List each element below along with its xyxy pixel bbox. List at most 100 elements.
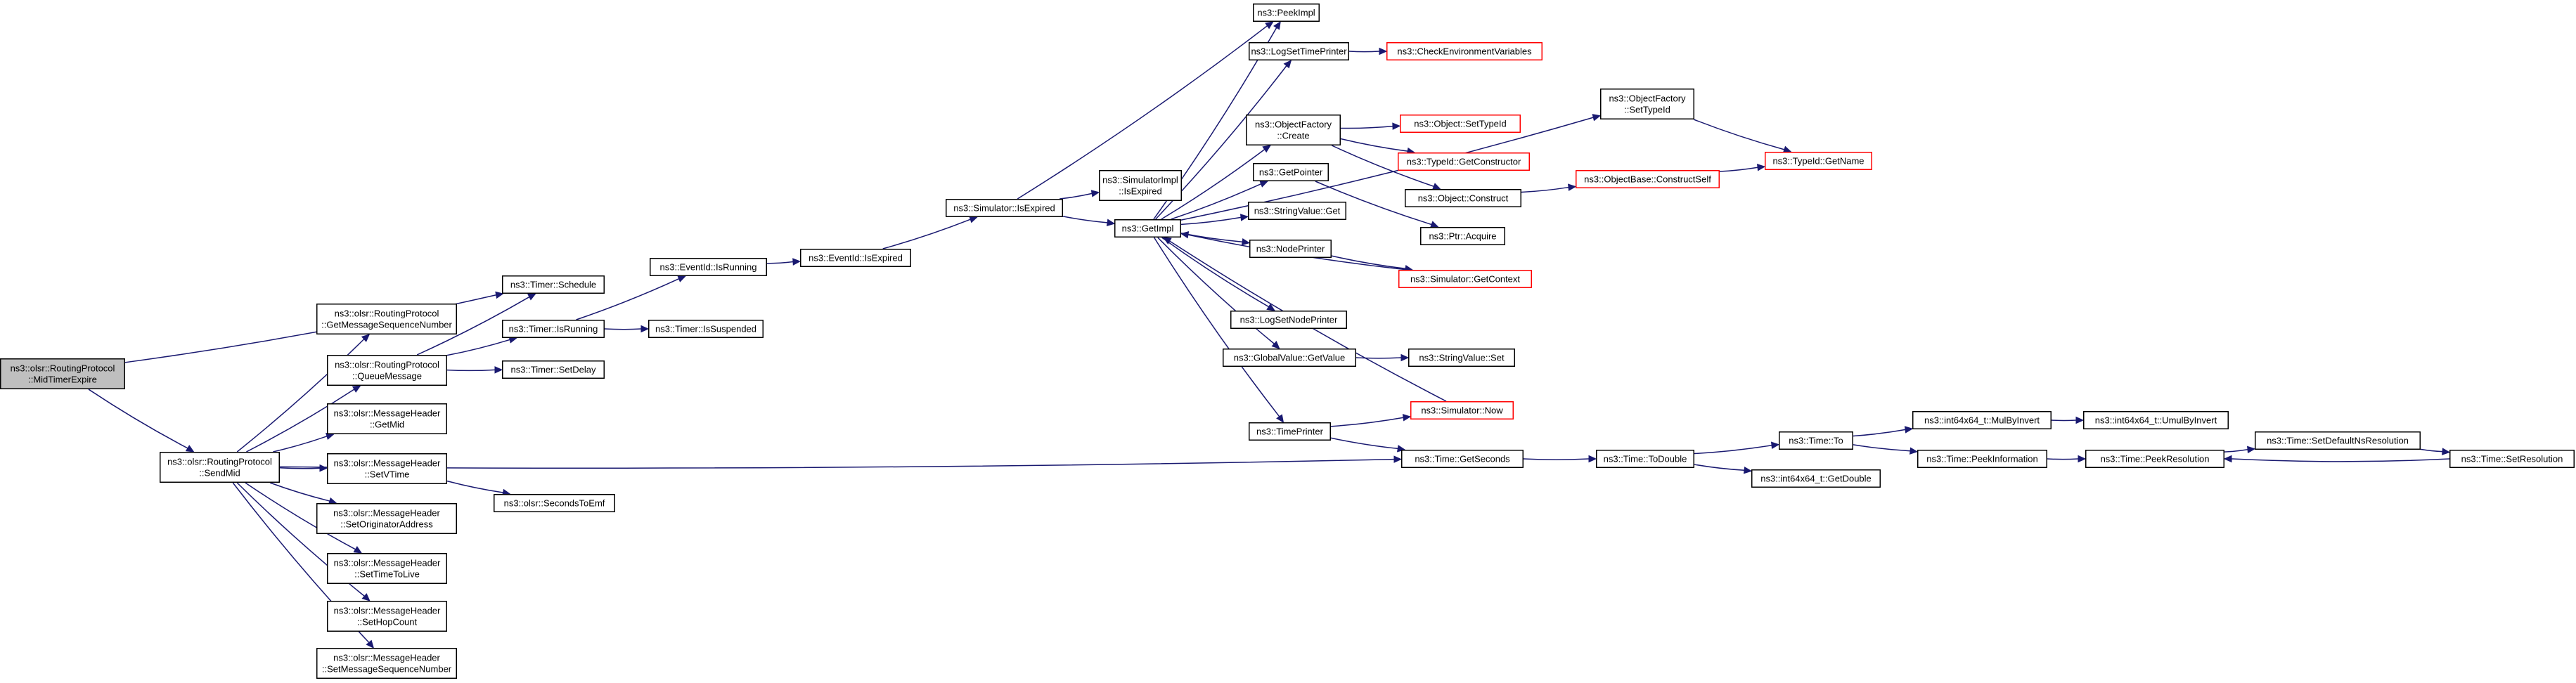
graph-node-sethop[interactable]: ns3::olsr::MessageHeader::SetHopCount [327, 601, 447, 632]
node-label: ::QueueMessage [352, 371, 422, 382]
graph-node-checkenv[interactable]: ns3::CheckEnvironmentVariables [1386, 42, 1543, 60]
graph-node-simisexpired[interactable]: ns3::Simulator::IsExpired [946, 199, 1063, 217]
edge-timeto-to-peekinformation [1853, 444, 1919, 455]
node-box [1253, 4, 1320, 22]
graph-node-int64getdouble[interactable]: ns3::int64x64_t::GetDouble [1751, 469, 1881, 488]
graph-node-ptracquire[interactable]: ns3::Ptr::Acquire [1420, 227, 1505, 245]
node-box [502, 320, 605, 338]
graph-node-issuspended[interactable]: ns3::Timer::IsSuspended [648, 320, 764, 338]
arrowhead [2078, 455, 2087, 463]
arrowhead [1568, 183, 1577, 191]
node-label: ns3::Ptr::Acquire [1429, 231, 1496, 242]
graph-node-objsettypeid[interactable]: ns3::Object::SetTypeId [1400, 115, 1521, 133]
edge-line [246, 389, 355, 453]
graph-node-nodeprinter[interactable]: ns3::NodePrinter [1249, 240, 1332, 258]
node-label: ns3::Time::ToDouble [1604, 454, 1687, 464]
graph-node-umulbyinvert[interactable]: ns3::int64x64_t::UmulByInvert [2083, 411, 2229, 429]
node-box [1765, 152, 1872, 170]
graph-node-mulbyinvert[interactable]: ns3::int64x64_t::MulByInvert [1912, 411, 2052, 429]
node-label: ns3::Simulator::GetContext [1410, 274, 1520, 285]
edge-getimpl-to-objfactorycreate [1161, 145, 1271, 220]
edge-line [1340, 138, 1408, 152]
graph-node-setvtime[interactable]: ns3::olsr::MessageHeader::SetVTime [327, 453, 447, 484]
edge-line [1523, 458, 1590, 460]
graph-node-objfactorysettypeid[interactable]: ns3::ObjectFactory::SetTypeId [1600, 89, 1694, 119]
node-label: ns3::olsr::MessageHeader [334, 458, 441, 469]
graph-node-secondstoemf[interactable]: ns3::olsr::SecondsToEmf [494, 494, 615, 512]
node-box [1751, 469, 1881, 488]
graph-node-setorig[interactable]: ns3::olsr::MessageHeader::SetOriginatorA… [316, 503, 457, 534]
graph-node-logsettimeprinter[interactable]: ns3::LogSetTimePrinter [1249, 42, 1349, 60]
node-label: ns3::StringValue::Set [1419, 353, 1505, 363]
node-box [1249, 42, 1349, 60]
edge-line [88, 389, 188, 449]
graph-node-objfactorycreate[interactable]: ns3::ObjectFactory::Create [1246, 115, 1341, 145]
graph-node-setdefaultnsres[interactable]: ns3::Time::SetDefaultNsResolution [2255, 431, 2421, 450]
graph-node-schedule[interactable]: ns3::Timer::Schedule [502, 275, 605, 294]
edge-objfactorycreate-to-typeidgetctor [1340, 138, 1416, 155]
graph-node-simnow[interactable]: ns3::Simulator::Now [1410, 401, 1514, 419]
edge-getimpl-to-nodeprinter [1180, 233, 1251, 246]
graph-node-objconstruct[interactable]: ns3::Object::Construct [1405, 189, 1521, 207]
node-label: ns3::olsr::MessageHeader [334, 558, 441, 568]
graph-node-root[interactable]: ns3::olsr::RoutingProtocol::MidTimerExpi… [0, 358, 125, 389]
graph-node-timeto[interactable]: ns3::Time::To [1779, 431, 1853, 450]
graph-node-getmsgseq[interactable]: ns3::olsr::RoutingProtocol::GetMessageSe… [316, 304, 457, 334]
graph-node-getmid[interactable]: ns3::olsr::MessageHeader::GetMid [327, 403, 447, 434]
graph-node-setttl[interactable]: ns3::olsr::MessageHeader::SetTimeToLive [327, 553, 447, 584]
arrowhead [1392, 122, 1401, 130]
graph-node-getpointer[interactable]: ns3::GetPointer [1253, 163, 1329, 181]
edge-line [1161, 149, 1266, 220]
graph-node-peekinformation[interactable]: ns3::Time::PeekInformation [1917, 450, 2047, 468]
node-box [316, 503, 457, 534]
arrowhead [792, 258, 801, 266]
graph-node-sendmid[interactable]: ns3::olsr::RoutingProtocol::SendMid [160, 452, 280, 483]
node-box [502, 275, 605, 294]
edge-timetodouble-to-int64getdouble [1694, 464, 1753, 474]
edge-peekresolution-to-setdefaultnsres [2224, 445, 2256, 454]
arrowhead [1265, 21, 1274, 30]
edge-line [1693, 119, 1785, 150]
graph-node-eventisexpired[interactable]: ns3::EventId::IsExpired [800, 249, 911, 267]
graph-node-objbaseconstructself[interactable]: ns3::ObjectBase::ConstructSelf [1576, 170, 1720, 188]
graph-node-globalvaluegetvalue[interactable]: ns3::GlobalValue::GetValue [1223, 349, 1356, 367]
arrowhead [353, 546, 363, 554]
graph-node-timeprinter[interactable]: ns3::TimePrinter [1249, 422, 1331, 441]
graph-node-simimplisexpired[interactable]: ns3::SimulatorImpl::IsExpired [1099, 170, 1182, 201]
graph-node-setmsgseq[interactable]: ns3::olsr::MessageHeader::SetMessageSequ… [316, 648, 457, 679]
node-label: ns3::olsr::RoutingProtocol [167, 457, 272, 467]
graph-node-setresolution[interactable]: ns3::Time::SetResolution [2449, 450, 2575, 468]
arrowhead [361, 593, 371, 601]
arrowhead [1239, 214, 1249, 221]
edge-eventisexpired-to-simisexpired [882, 216, 978, 249]
edge-objfactorycreate-to-objsettypeid [1340, 122, 1401, 130]
node-label: ns3::GetPointer [1259, 167, 1323, 178]
graph-node-simgetcontext[interactable]: ns3::Simulator::GetContext [1398, 270, 1532, 288]
graph-node-queuemsg[interactable]: ns3::olsr::RoutingProtocol::QueueMessage [327, 355, 447, 386]
node-label: ns3::EventId::IsRunning [659, 262, 756, 273]
graph-node-setdelay[interactable]: ns3::Timer::SetDelay [502, 360, 605, 379]
node-box [1248, 202, 1346, 220]
graph-node-typeidgetname[interactable]: ns3::TypeId::GetName [1765, 152, 1872, 170]
graph-node-logsetnodeprinter[interactable]: ns3::LogSetNodePrinter [1230, 311, 1347, 329]
graph-node-timerisrunning[interactable]: ns3::Timer::IsRunning [502, 320, 605, 338]
graph-node-peekimpl[interactable]: ns3::PeekImpl [1253, 4, 1320, 22]
node-box [1600, 89, 1694, 119]
nodes-layer: ns3::olsr::RoutingProtocol::MidTimerExpi… [0, 4, 2575, 679]
edge-simisexpired-to-peekimpl [1017, 21, 1274, 200]
graph-node-timetodouble[interactable]: ns3::Time::ToDouble [1596, 450, 1694, 468]
arrowhead [495, 291, 504, 299]
edge-sendmid-to-setvtime [279, 464, 328, 472]
graph-node-eventisrunning[interactable]: ns3::EventId::IsRunning [650, 258, 767, 276]
node-label: ns3::Time::To [1789, 436, 1843, 446]
graph-node-getimpl[interactable]: ns3::GetImpl [1114, 219, 1181, 238]
graph-node-timegetseconds[interactable]: ns3::Time::GetSeconds [1401, 450, 1524, 468]
graph-node-stringvalueset[interactable]: ns3::StringValue::Set [1408, 349, 1515, 367]
edge-setvtime-to-secondstoemf [446, 480, 511, 497]
node-label: ::SetHopCount [357, 617, 418, 627]
graph-node-typeidgetctor[interactable]: ns3::TypeId::GetConstructor [1398, 152, 1530, 171]
graph-node-stringvalueget[interactable]: ns3::StringValue::Get [1248, 202, 1346, 220]
graph-node-peekresolution[interactable]: ns3::Time::PeekResolution [2085, 450, 2224, 468]
node-label: ns3::Object::Construct [1418, 193, 1509, 204]
